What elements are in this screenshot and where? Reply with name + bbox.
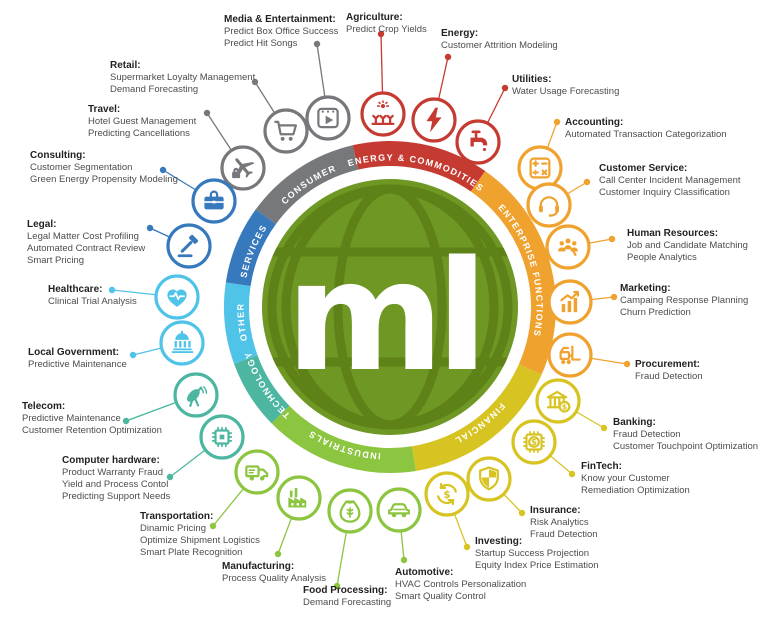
ring-segment-consumer: [255, 145, 359, 225]
connector-dot: [166, 473, 174, 481]
connector-dot: [444, 53, 452, 61]
growth-chart-icon: [547, 279, 593, 325]
connector-dot: [146, 224, 154, 232]
ring-segment-financial: [412, 364, 542, 471]
bank-building-icon: $: [535, 378, 581, 424]
crops-sun-icon: [360, 91, 406, 137]
ring-segment-energy: [352, 140, 486, 192]
forklift-icon: [547, 332, 593, 378]
satellite-dish-icon: [173, 372, 219, 418]
center-globe: ml: [262, 179, 518, 435]
ring-segment-label: OTHER: [235, 303, 249, 342]
shield-icon: [466, 456, 512, 502]
chip-dollar-icon: $: [511, 419, 557, 465]
headset-icon: [526, 182, 572, 228]
connector-dot: [251, 78, 259, 86]
gavel-icon: [166, 223, 212, 269]
connector-dot: [274, 550, 282, 558]
svg-text:$: $: [531, 437, 537, 447]
calculator-icon: [517, 145, 563, 191]
connector-dot: [313, 40, 321, 48]
airplane-icon: [220, 145, 266, 191]
svg-text:$: $: [562, 403, 567, 412]
water-tap-icon: [455, 119, 501, 165]
connector-dot: [553, 118, 561, 126]
ring-segment-technology: [234, 355, 290, 424]
connector-dot: [463, 543, 471, 551]
connector-dot: [209, 522, 217, 530]
connector-dot: [501, 84, 509, 92]
connector-dot: [108, 286, 116, 294]
connector-dot: [610, 293, 618, 301]
connector-dot: [608, 235, 616, 243]
dollar-cycle-icon: $: [424, 471, 470, 517]
video-player-icon: [305, 95, 351, 141]
lightning-bolt-icon: [411, 97, 457, 143]
connector-dot: [122, 417, 130, 425]
connector-dot: [583, 178, 591, 186]
delivery-truck-icon: [234, 449, 280, 495]
heart-pulse-icon: [154, 274, 200, 320]
connector-dot: [623, 360, 631, 368]
svg-text:$: $: [443, 489, 450, 501]
cpu-chip-icon: [199, 414, 245, 460]
ring-segment-services: [225, 209, 276, 287]
industry-icons: $ $ $: [154, 91, 593, 534]
connector-dot: [203, 109, 211, 117]
grain-sack-icon: [327, 488, 373, 534]
connector-dot: [129, 351, 137, 359]
government-building-icon: [159, 320, 205, 366]
ml-logo: ml: [286, 228, 480, 405]
shopping-cart-icon: [263, 108, 309, 154]
people-group-icon: [545, 224, 591, 270]
connector-dot: [518, 509, 526, 517]
connector-dot: [400, 556, 408, 564]
factory-icon: [276, 475, 322, 521]
connector-dot: [568, 470, 576, 478]
connector-dot: [600, 424, 608, 432]
connector-dot: [333, 582, 341, 590]
connector-dot: [159, 166, 167, 174]
briefcase-icon: [191, 178, 237, 224]
ring-segment-industrials: [271, 405, 416, 474]
connector-dot: [377, 30, 385, 38]
ring-segment-other: [223, 282, 258, 364]
car-icon: [376, 487, 422, 533]
ring-segment-enterprise: [470, 171, 557, 375]
